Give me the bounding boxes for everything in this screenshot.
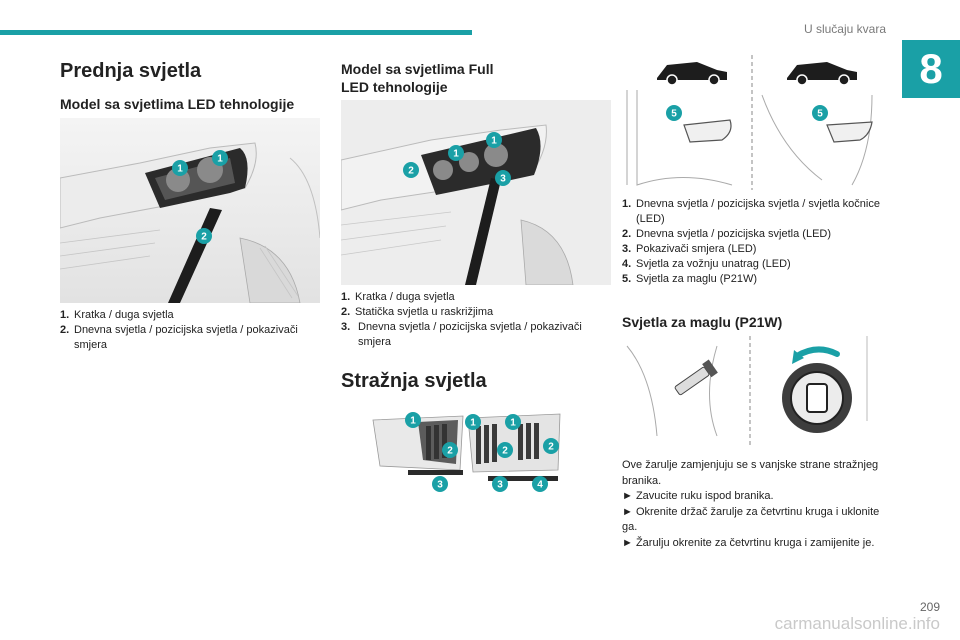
figure-badge: 3 bbox=[492, 476, 508, 492]
list-item: 3.Pokazivači smjera (LED) bbox=[622, 243, 757, 255]
front-full-led-headlight-figure: 1 1 2 3 bbox=[341, 100, 611, 285]
figure-badge: 1 bbox=[448, 145, 464, 161]
list-item: 5.Svjetla za maglu (P21W) bbox=[622, 273, 758, 285]
figure-badge: 1 bbox=[465, 414, 481, 430]
figure-badge: 5 bbox=[666, 105, 682, 121]
figure-badge: 3 bbox=[432, 476, 448, 492]
fog-bulb-replacement-figure bbox=[626, 336, 868, 446]
figure-badge: 1 bbox=[486, 132, 502, 148]
figure-badge: 1 bbox=[172, 160, 188, 176]
figure-badge: 2 bbox=[196, 228, 212, 244]
car-silhouette-icon bbox=[657, 62, 727, 86]
fog-light-title: Svjetla za maglu (P21W) bbox=[622, 314, 783, 330]
page-number: 209 bbox=[919, 600, 940, 614]
figure-badge: 2 bbox=[497, 442, 513, 458]
rear-fog-light-location-figure: 5 5 bbox=[626, 55, 873, 190]
list-item: 4.Svjetla za vožnju unatrag (LED) bbox=[622, 258, 791, 270]
led-model-subtitle: Model sa svjetlima LED tehnologije bbox=[60, 96, 295, 112]
svg-text:3: 3 bbox=[437, 480, 443, 491]
svg-text:2: 2 bbox=[548, 442, 554, 453]
svg-text:2: 2 bbox=[201, 232, 207, 243]
paragraph-line: Ove žarulje zamjenjuju se s vanjske stra… bbox=[622, 459, 879, 487]
svg-text:1: 1 bbox=[410, 416, 416, 427]
list-item: 1.Dnevna svjetla / pozicijska svjetla / … bbox=[622, 198, 880, 225]
svg-text:3: 3 bbox=[500, 174, 506, 185]
svg-text:1: 1 bbox=[470, 418, 476, 429]
section-header: U slučaju kvara bbox=[803, 22, 886, 36]
car-silhouette-icon bbox=[787, 62, 857, 86]
front-led-legend: 1.Kratka / duga svjetla 2.Dnevna svjetla… bbox=[60, 308, 310, 353]
figure-badge: 1 bbox=[405, 412, 421, 428]
front-lights-title: Prednja svjetla bbox=[60, 60, 202, 82]
front-led-headlight-figure: 1 1 2 bbox=[60, 118, 320, 303]
figure-badge: 3 bbox=[495, 170, 511, 186]
figure-badge: 2 bbox=[543, 438, 559, 454]
svg-text:1: 1 bbox=[491, 136, 497, 147]
figure-badge: 2 bbox=[442, 442, 458, 458]
rear-lights-title: Stražnja svjetla bbox=[341, 370, 487, 392]
list-item: 1.Kratka / duga svjetla bbox=[60, 309, 174, 321]
front-full-led-legend: 1.Kratka / duga svjetla 2.Statička svjet… bbox=[341, 290, 596, 350]
chapter-badge: 8 bbox=[902, 40, 960, 98]
list-item: 2.Statička svjetla u raskrižjima bbox=[341, 306, 494, 318]
paragraph-line: ► Okrenite držač žarulje za četvrtinu kr… bbox=[622, 505, 880, 534]
svg-text:2: 2 bbox=[502, 446, 508, 457]
svg-text:1: 1 bbox=[217, 154, 223, 165]
rear-lights-legend: 1.Dnevna svjetla / pozicijska svjetla / … bbox=[622, 197, 880, 287]
svg-text:1: 1 bbox=[177, 164, 183, 175]
figure-badge: 2 bbox=[403, 162, 419, 178]
svg-text:5: 5 bbox=[671, 109, 677, 120]
svg-text:2: 2 bbox=[447, 446, 453, 457]
list-item: 2.Dnevna svjetla / pozicijska svjetla / … bbox=[60, 324, 298, 351]
figure-badge: 1 bbox=[505, 414, 521, 430]
watermark: carmanualsonline.info bbox=[774, 614, 940, 633]
list-item: 2.Dnevna svjetla / pozicijska svjetla (L… bbox=[622, 228, 832, 240]
svg-text:1: 1 bbox=[453, 149, 459, 160]
fog-light-instructions: Ove žarulje zamjenjuju se s vanjske stra… bbox=[622, 458, 882, 551]
paragraph-line: ► Zavucite ruku ispod branika. bbox=[622, 490, 774, 502]
list-item: 3.Dnevna svjetla / pozicijska svjetla / … bbox=[341, 321, 582, 348]
figure-badge: 1 bbox=[212, 150, 228, 166]
accent-bar bbox=[0, 30, 472, 35]
svg-text:5: 5 bbox=[817, 109, 823, 120]
paragraph-line: ► Žarulju okrenite za četvrtinu kruga i … bbox=[622, 536, 875, 549]
svg-text:4: 4 bbox=[537, 480, 543, 491]
svg-text:1: 1 bbox=[510, 418, 516, 429]
svg-text:2: 2 bbox=[408, 166, 414, 177]
figure-badge: 5 bbox=[812, 105, 828, 121]
rear-lights-figure: 1 1 1 2 2 2 3 3 4 bbox=[372, 412, 561, 492]
svg-text:3: 3 bbox=[497, 480, 503, 491]
list-item: 1.Kratka / duga svjetla bbox=[341, 291, 455, 303]
figure-badge: 4 bbox=[532, 476, 548, 492]
full-led-model-subtitle: Model sa svjetlima Full LED tehnologije bbox=[341, 61, 494, 95]
